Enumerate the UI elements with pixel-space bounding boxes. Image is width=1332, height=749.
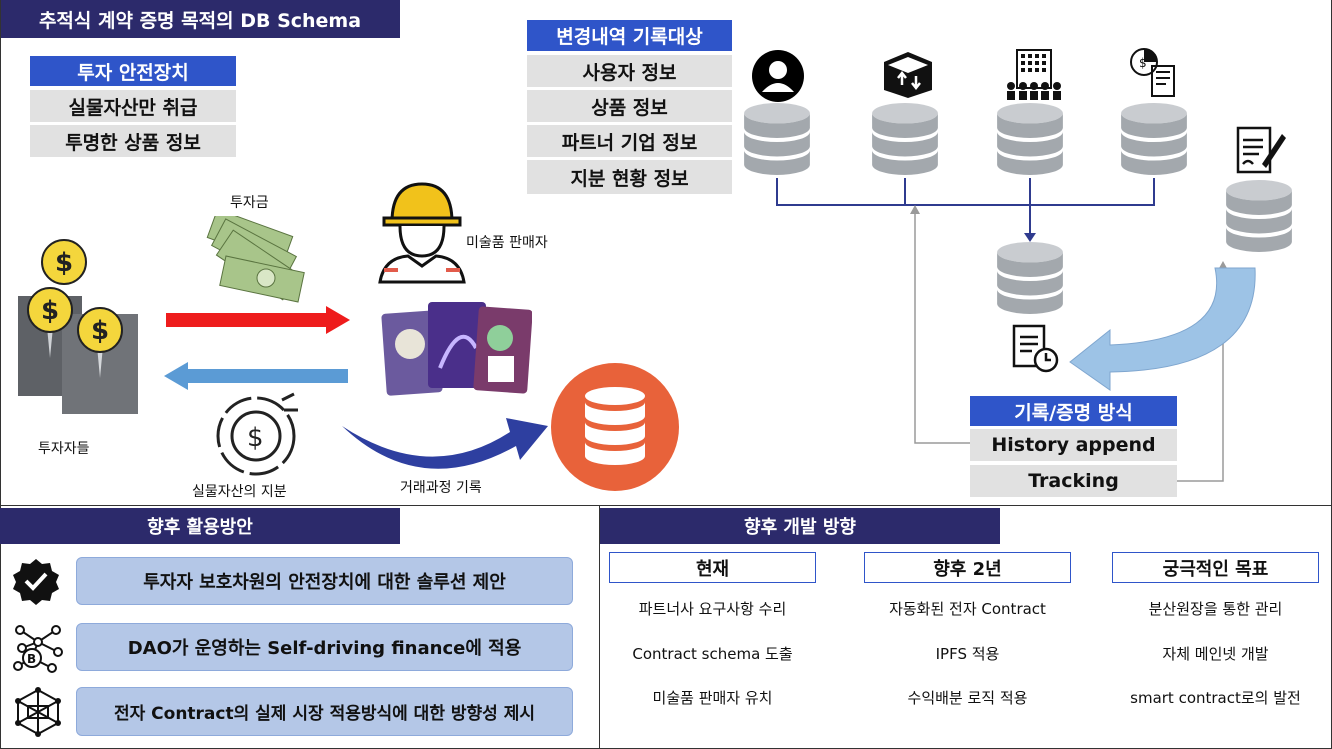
safety-item: 실물자산만 취급 — [30, 90, 236, 122]
dev-column-head: 향후 2년 — [864, 552, 1071, 583]
user-icon — [752, 50, 804, 102]
usage-item: 전자 Contract의 실제 시장 적용방식에 대한 방향성 제시 — [76, 687, 573, 736]
money-icon — [206, 216, 305, 303]
usage-item: 투자자 보호차원의 안전장치에 대한 솔루션 제안 — [76, 557, 573, 605]
page-title: 추적식 계약 증명 목적의 DB Schema — [0, 0, 400, 38]
partner-database — [997, 103, 1063, 175]
dev-item: 수익배분 로직 적용 — [907, 689, 1028, 707]
invest-arrow — [166, 306, 350, 334]
document-clock-icon — [1012, 324, 1059, 373]
svg-text:B: B — [27, 652, 36, 666]
records-item: 지분 현황 정보 — [527, 160, 732, 194]
contract-icon — [1236, 126, 1286, 174]
records-header: 변경내역 기록대상 — [527, 20, 732, 51]
user-database — [744, 103, 810, 175]
share-arrow — [164, 362, 348, 390]
records-item: 사용자 정보 — [527, 55, 732, 87]
dev-column-head: 궁극적인 목표 — [1112, 552, 1319, 583]
dev-item: IPFS 적용 — [935, 645, 1000, 663]
usage-item: DAO가 운영하는 Self-driving finance에 적용 — [76, 623, 573, 671]
product-database — [872, 103, 938, 175]
cube-network-icon — [15, 687, 61, 737]
asset-share-icon: $ — [216, 392, 298, 476]
safety-item: 투명한 상품 정보 — [30, 125, 236, 157]
contract-database — [1226, 180, 1292, 252]
svg-text:$: $ — [41, 296, 59, 326]
dev-item: 분산원장을 통한 관리 — [1148, 600, 1283, 618]
svg-text:$: $ — [1139, 56, 1147, 70]
safety-header: 투자 안전장치 — [30, 56, 236, 86]
dev-column-head: 현재 — [609, 552, 816, 583]
svg-text:$: $ — [247, 423, 264, 453]
transaction-database — [551, 363, 679, 491]
dev-item: 자체 메인넷 개발 — [1162, 645, 1269, 663]
investment-label: 투자금 — [230, 195, 269, 211]
building-icon — [1007, 49, 1061, 100]
investors-icon: $ $ $ — [18, 239, 138, 414]
box-icon — [884, 52, 932, 98]
dev-item: Contract schema 도출 — [632, 645, 793, 663]
dev-item: 파트너사 요구사항 수리 — [638, 600, 787, 618]
share-database — [1121, 103, 1187, 175]
dev-item: 미술품 판매자 유치 — [652, 689, 773, 707]
seller-icon — [378, 182, 466, 284]
artwork-cards — [381, 302, 532, 396]
records-item: 상품 정보 — [527, 90, 732, 122]
investors-label: 투자자들 — [38, 441, 90, 457]
svg-text:$: $ — [55, 248, 73, 278]
record-label: 거래과정 기록 — [400, 480, 482, 496]
pie-report-icon: $ — [1130, 48, 1175, 97]
seller-label: 미술품 판매자 — [466, 235, 548, 251]
method-item: History append — [970, 429, 1177, 461]
dev-item: 자동화된 전자 Contract — [889, 600, 1046, 618]
share-label: 실물자산의 지분 — [192, 484, 287, 500]
network-bitcoin-icon: B — [13, 625, 63, 673]
dev-header: 향후 개발 방향 — [600, 508, 1000, 544]
usage-header: 향후 활용방안 — [0, 508, 400, 544]
checkmark-badge-icon — [13, 559, 59, 605]
records-item: 파트너 기업 정보 — [527, 125, 732, 157]
method-item: Tracking — [970, 465, 1177, 497]
dev-item: smart contract로의 발전 — [1130, 689, 1301, 707]
method-header: 기록/증명 방식 — [970, 396, 1177, 426]
record-arrow — [342, 418, 548, 469]
svg-text:$: $ — [91, 316, 109, 346]
history-database — [997, 242, 1063, 314]
